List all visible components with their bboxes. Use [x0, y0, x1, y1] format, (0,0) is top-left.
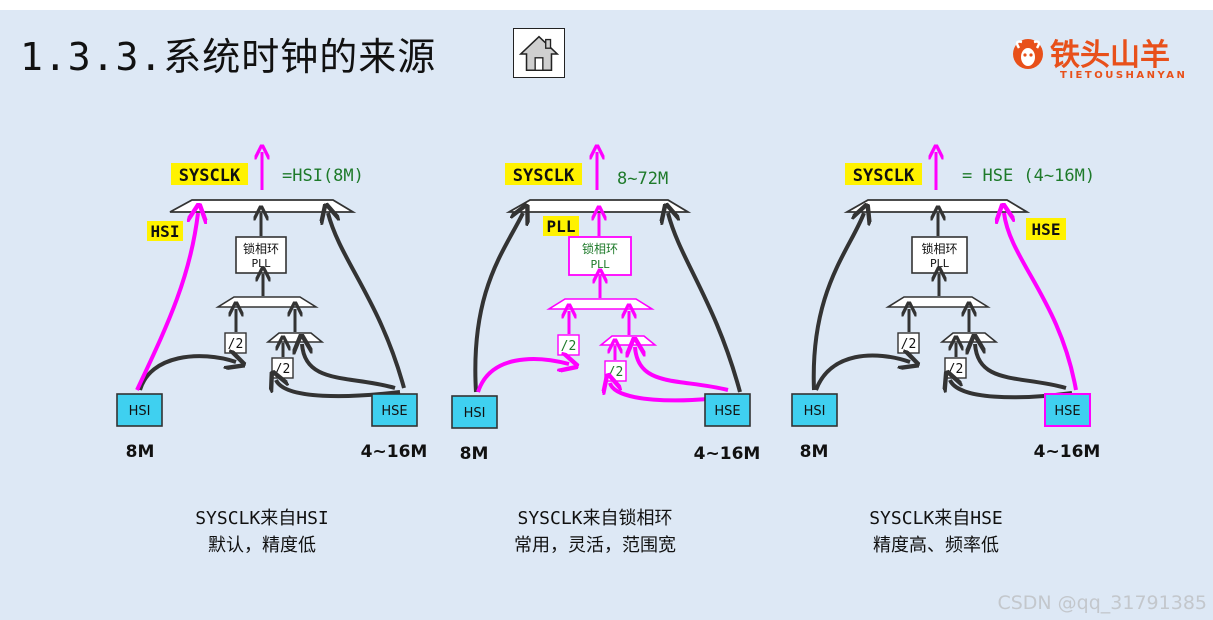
hse-to-sysclk-path [328, 213, 406, 389]
hse-oscillator [371, 393, 418, 427]
pll-source-mux [546, 298, 655, 310]
hse-prediv-mux [939, 332, 999, 343]
brand-logo: 铁头山羊 TIETOUSHANYAN [1010, 30, 1210, 90]
caption-title: SYSCLK来自锁相环 [517, 508, 673, 529]
sysclk-label: SYSCLK [179, 166, 241, 186]
diagram-hsi: SYSCLK =HSI(8M) HSI 锁相环 PLL /2 /2 HSI HS… [116, 152, 428, 462]
caption-title: SYSCLK来自HSE [869, 508, 1003, 529]
home-button[interactable] [513, 28, 565, 78]
hse-to-sysclk-path [668, 213, 742, 393]
sysclk-mux [169, 199, 357, 213]
freq-note: = HSE (4~16M) [962, 166, 1095, 186]
hse-prediv-mux [598, 335, 658, 346]
hse-oscillator [1044, 393, 1091, 427]
home-icon [518, 35, 560, 72]
source-tag: HSI [151, 222, 180, 241]
freq-note: =HSI(8M) [282, 166, 364, 186]
hsi-to-sysclk-active-path [135, 213, 198, 391]
pll-source-mux [885, 296, 991, 308]
hse-divider-label: /2 [608, 365, 624, 380]
hse-to-sysclk-active-path [1004, 213, 1078, 391]
hse-freq: 4~16M [1034, 442, 1101, 462]
caption-title: SYSCLK来自HSI [195, 508, 329, 529]
hsi-oscillator [791, 393, 838, 427]
sysclk-highlight [505, 163, 582, 185]
hsi-divider-label: /2 [561, 339, 577, 354]
caption-note: 精度高、频率低 [873, 535, 999, 556]
hsi-divider-label: /2 [228, 337, 244, 352]
pll-label-cn: 锁相环 [243, 241, 279, 256]
pll-label-cn: 锁相环 [921, 241, 957, 256]
source-tag-highlight [147, 221, 183, 241]
hse-to-prediv-path [975, 344, 1067, 390]
source-tag: HSE [1032, 220, 1061, 239]
hsi-to-div-path [138, 356, 236, 391]
pll-label-en: PLL [591, 258, 611, 271]
sysclk-label: SYSCLK [513, 166, 575, 186]
hse-label: HSE [1054, 404, 1080, 419]
hsi-oscillator [451, 395, 498, 429]
caption-hse: SYSCLK来自HSE 精度高、频率低 [816, 505, 1056, 559]
hse-to-prediv-active-path [635, 347, 729, 392]
page-title: 1.3.3.系统时钟的来源 [20, 35, 437, 79]
pll-label-en: PLL [930, 257, 950, 270]
sysclk-highlight [845, 163, 922, 185]
hse-to-prediv-path [302, 344, 396, 390]
freq-note: 8~72M [617, 169, 668, 189]
hsi-oscillator [116, 393, 163, 427]
hse-label: HSE [714, 404, 740, 419]
hsi-to-sysclk-path [811, 213, 864, 391]
source-tag-highlight [543, 216, 579, 236]
caption-note: 默认，精度低 [208, 535, 316, 556]
hse-freq: 4~16M [694, 444, 761, 464]
logo-text: 铁头山羊 [1050, 38, 1170, 73]
hsi-freq: 8M [460, 444, 489, 464]
slide-background [0, 10, 1213, 620]
caption-note: 常用，灵活，范围宽 [514, 535, 676, 556]
hse-oscillator [704, 393, 751, 427]
sysclk-mux [505, 199, 692, 213]
hsi-label: HSI [464, 406, 486, 421]
diagram-hse: SYSCLK = HSE (4~16M) HSE 锁相环 PLL /2 /2 H… [791, 152, 1101, 462]
sysclk-label: SYSCLK [853, 166, 915, 186]
hse-freq: 4~16M [361, 442, 428, 462]
source-tag-highlight [1026, 218, 1066, 240]
pll-label-en: PLL [252, 257, 272, 270]
hsi-freq: 8M [126, 442, 155, 462]
hsi-divider-label: /2 [901, 337, 917, 352]
pll-box [235, 236, 287, 274]
caption-pll: SYSCLK来自锁相环 常用，灵活，范围宽 [475, 505, 715, 559]
pll-label-cn: 锁相环 [582, 241, 618, 256]
logo-subtitle: TIETOUSHANYAN [1060, 70, 1188, 81]
hsi-to-div-active-path [476, 359, 569, 393]
hsi-to-div-path [814, 355, 910, 391]
sysclk-mux [843, 199, 1031, 213]
diagram-pll: SYSCLK 8~72M PLL 锁相环 PLL /2 /2 HSI HSE 8… [451, 152, 761, 464]
hsi-label: HSI [804, 404, 826, 419]
hse-divider-label: /2 [275, 362, 291, 377]
hse-divider-label: /2 [948, 362, 964, 377]
hse-prediv-mux [265, 332, 325, 343]
hse-label: HSE [381, 404, 407, 419]
pll-source-mux [215, 296, 319, 308]
sysclk-highlight [171, 163, 248, 185]
hsi-label: HSI [129, 404, 151, 419]
hsi-freq: 8M [800, 442, 829, 462]
caption-hsi: SYSCLK来自HSI 默认，精度低 [142, 505, 382, 559]
hsi-to-sysclk-path [473, 213, 523, 393]
source-tag: PLL [547, 217, 576, 236]
goat-head-icon [1013, 39, 1043, 69]
watermark: CSDN @qq_31791385 [997, 592, 1207, 614]
